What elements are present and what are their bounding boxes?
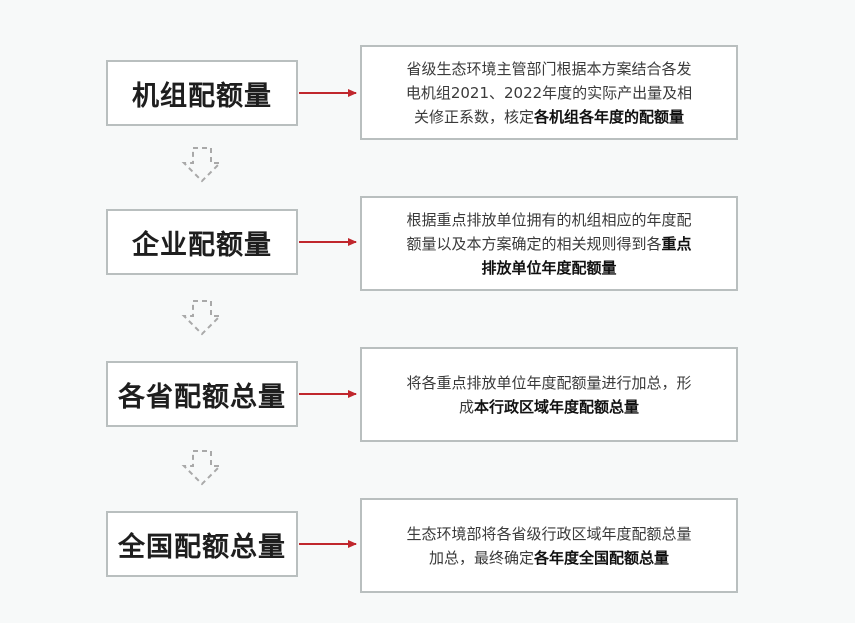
step-3-label: 各省配额总量 bbox=[118, 381, 286, 413]
text-run: 将各重点排放单位年度配额量进行加总，形 bbox=[406, 373, 692, 392]
emphasis-text: 各年度全国配额总量 bbox=[534, 548, 670, 567]
text-run: 加总，最终确定 bbox=[428, 548, 534, 567]
step-1-label: 机组配额量 bbox=[132, 80, 272, 112]
text-run: 根据重点排放单位拥有的机组相应的年度配 bbox=[406, 210, 692, 229]
text-run: 电机组2021、2022年度的实际产出量及相 bbox=[405, 83, 693, 102]
step-1-description-box: 省级生态环境主管部门根据本方案结合各发 电机组2021、2022年度的实际产出量… bbox=[360, 45, 738, 140]
step-2-label-box: 企业配额量 bbox=[106, 209, 298, 275]
step-1-line-2: 电机组2021、2022年度的实际产出量及相 bbox=[378, 81, 720, 105]
step-3-description-box: 将各重点排放单位年度配额量进行加总，形 成本行政区域年度配额总量 bbox=[360, 347, 738, 442]
step-1-line-1: 省级生态环境主管部门根据本方案结合各发 bbox=[378, 57, 720, 81]
emphasis-text: 重点 bbox=[661, 234, 692, 253]
text-run: 额量以及本方案确定的相关规则得到各 bbox=[406, 234, 662, 253]
step-1-label-box: 机组配额量 bbox=[106, 60, 298, 126]
step-1-line-3: 关修正系数，核定各机组各年度的配额量 bbox=[378, 105, 720, 129]
step-2-line-3: 排放单位年度配额量 bbox=[378, 256, 720, 280]
text-run: 成 bbox=[458, 397, 474, 416]
text-run: 生态环境部将各省级行政区域年度配额总量 bbox=[406, 524, 692, 543]
step-4-description-box: 生态环境部将各省级行政区域年度配额总量 加总，最终确定各年度全国配额总量 bbox=[360, 498, 738, 593]
step-3-line-1: 将各重点排放单位年度配额量进行加总，形 bbox=[378, 371, 720, 395]
emphasis-text: 排放单位年度配额量 bbox=[481, 258, 617, 277]
text-run: 省级生态环境主管部门根据本方案结合各发 bbox=[406, 59, 692, 78]
step-3-label-box: 各省配额总量 bbox=[106, 361, 298, 427]
text-run: 关修正系数，核定 bbox=[413, 107, 534, 126]
step-4-line-2: 加总，最终确定各年度全国配额总量 bbox=[378, 546, 720, 570]
emphasis-text: 各机组各年度的配额量 bbox=[534, 107, 685, 126]
step-4-label: 全国配额总量 bbox=[118, 531, 286, 563]
step-4-label-box: 全国配额总量 bbox=[106, 511, 298, 577]
step-4-line-1: 生态环境部将各省级行政区域年度配额总量 bbox=[378, 522, 720, 546]
step-2-description-box: 根据重点排放单位拥有的机组相应的年度配 额量以及本方案确定的相关规则得到各重点 … bbox=[360, 196, 738, 291]
down-arrow-icon-3 bbox=[181, 450, 223, 486]
emphasis-text: 本行政区域年度配额总量 bbox=[474, 397, 640, 416]
step-2-line-1: 根据重点排放单位拥有的机组相应的年度配 bbox=[378, 208, 720, 232]
down-arrow-icon-2 bbox=[181, 300, 223, 336]
step-3-line-2: 成本行政区域年度配额总量 bbox=[378, 395, 720, 419]
step-2-line-2: 额量以及本方案确定的相关规则得到各重点 bbox=[378, 232, 720, 256]
step-2-label: 企业配额量 bbox=[132, 229, 272, 261]
down-arrow-icon-1 bbox=[181, 147, 223, 183]
